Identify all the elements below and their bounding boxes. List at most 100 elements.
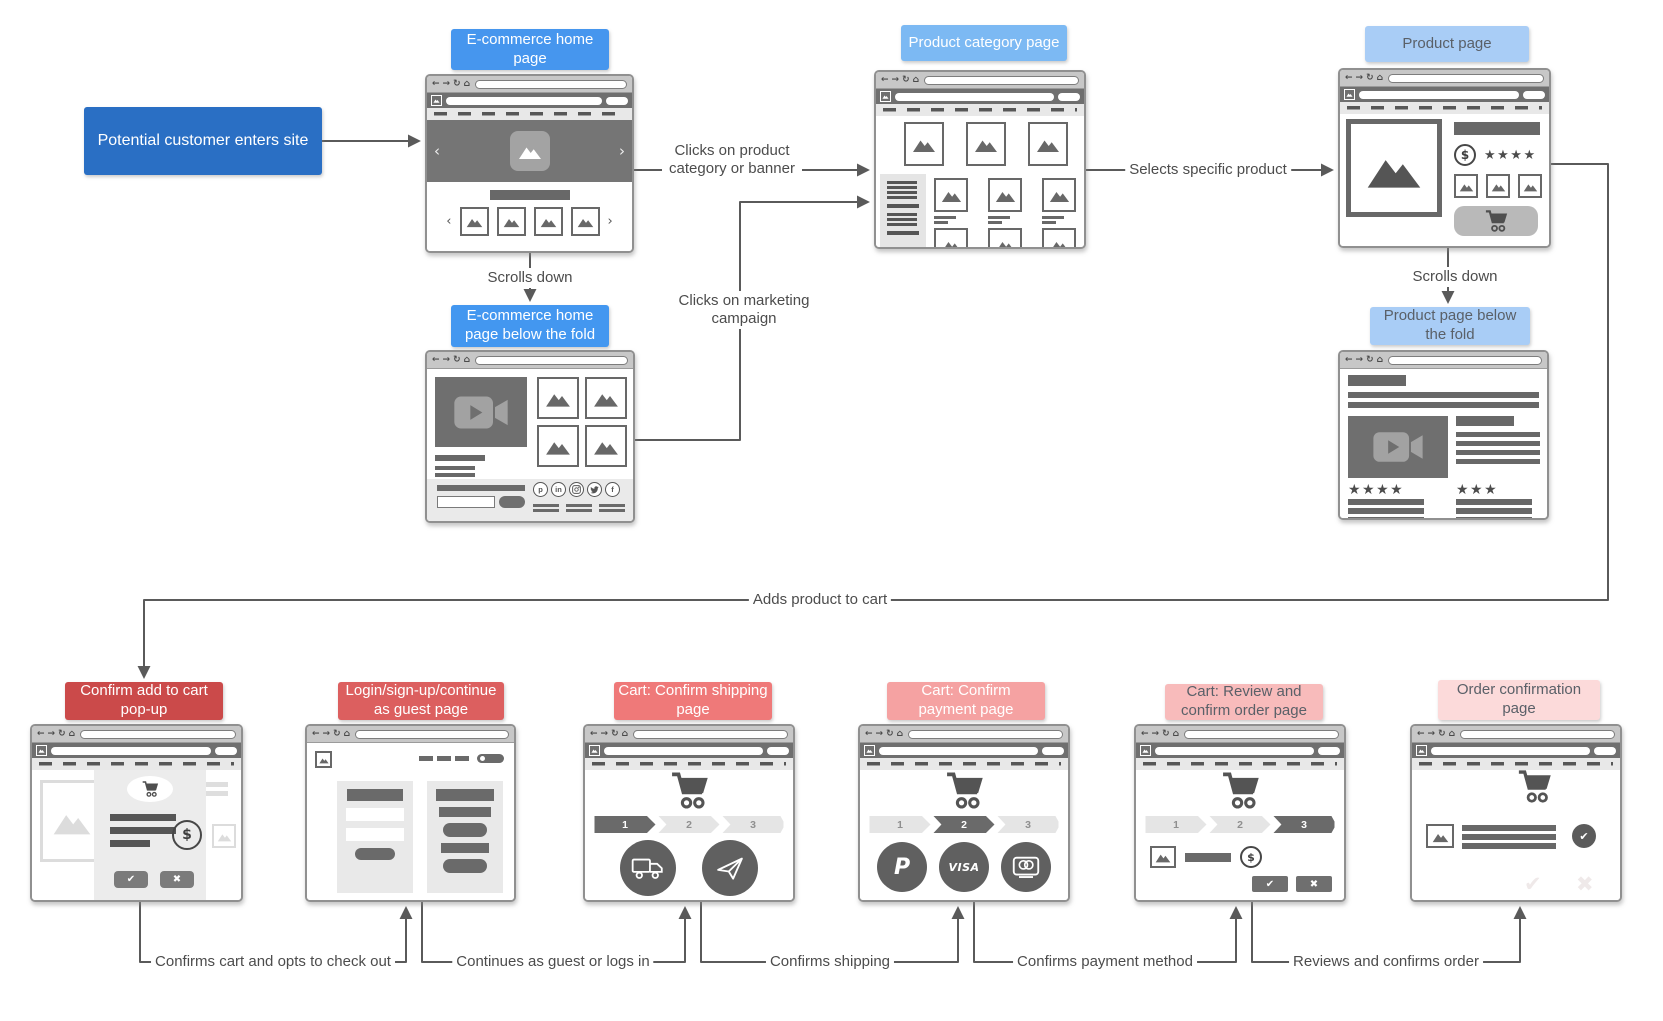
node-login-page: Login/sign-up/continue as guest page [338,682,504,720]
paypal-icon: P [877,842,927,892]
search-bar [1359,90,1519,99]
forward-icon: → [600,728,609,739]
browser-toolbar: ←→↻⌂ [1136,726,1344,743]
edge-label-reviews-order: Reviews and confirms order [1289,952,1483,972]
node-cart-popup: Confirm add to cart pop-up [65,682,223,720]
panel-text-bar [441,843,489,853]
cart-icon [1136,772,1344,809]
url-bar [1388,355,1542,365]
nav-menu [427,108,632,120]
refresh-icon: ↻ [1366,354,1374,365]
node-confirmation-page: Order confirmation page [1438,680,1600,720]
content-image-icon [585,377,627,419]
product-image-icon [1028,122,1068,166]
carousel-next-icon: › [607,214,613,229]
node-product-page: Product page [1365,26,1529,62]
browser-toolbar: ←→↻⌂ [876,72,1084,89]
rating-stars-icon: ★★★★ [1484,148,1537,163]
back-icon: ← [432,354,440,365]
review-line [1456,517,1532,518]
node-home-page: E-commerce home page [451,29,609,70]
username-input [346,808,404,821]
browser-toolbar: ←→↻⌂ [860,726,1068,743]
wireframe-payment-page: ←→↻⌂ 1 2 3 P VISA [858,724,1070,902]
shipping-options [585,840,793,896]
product-thumbnail-icon [570,207,600,236]
text-line [1456,432,1540,437]
url-bar [355,729,509,739]
site-logo-icon [880,91,891,102]
add-to-cart-modal: $ ✔ ✖ [94,770,206,900]
site-logo-icon [431,95,442,106]
add-to-cart-button [1454,206,1538,236]
social-icons: p in f [533,482,620,497]
search-bar [604,746,763,755]
back-icon: ← [1345,72,1353,83]
site-logo-icon [1344,89,1355,100]
review-line [1456,499,1532,505]
step-1: 1 [1145,816,1207,833]
home-icon: ⌂ [621,728,629,739]
product-grid-image-icon [934,228,968,247]
carousel-next-icon: › [619,141,625,160]
nav-menu [1412,758,1620,770]
step-2: 2 [933,816,995,833]
caption-line [1042,221,1056,224]
order-item-bar [1185,852,1231,862]
order-item-image-icon [1150,846,1176,868]
product-image-icon [1346,119,1442,217]
footer-link-line [599,509,625,512]
header-button [1523,90,1545,99]
text-line [435,455,485,461]
facebook-icon: f [605,482,620,497]
header-button [606,96,628,105]
edge-label-selects-product: Selects specific product [1125,160,1291,180]
carousel-prev-icon: ‹ [446,214,452,229]
product-image-icon [966,122,1006,166]
magnifier-dot-icon [480,756,485,761]
heading-bar [1456,416,1514,426]
product-grid-image-icon [1042,178,1076,212]
search-bar [879,746,1038,755]
price-icon: $ [1454,144,1476,166]
ghost-close-icon: ✖ [1576,872,1594,896]
subscribe-button [499,496,525,508]
back-icon: ← [1141,728,1149,739]
url-bar [908,729,1063,739]
header-button [1042,746,1064,755]
cart-icon [585,772,793,809]
filter-sidebar [880,174,926,247]
edge-label-confirms-cart: Confirms cart and opts to check out [151,952,395,972]
confirm-order-button: ✔ [1252,876,1288,892]
newsletter-input [437,496,495,508]
search-bar [1431,746,1590,755]
filter-line [887,218,917,221]
step-3: 3 [997,816,1059,833]
caption-line [934,216,956,219]
node-category-page: Product category page [901,25,1067,61]
review-line [1348,517,1424,518]
url-bar [924,75,1079,85]
filter-line [887,223,917,226]
cart-icon [860,772,1068,809]
browser-toolbar: ←→↻⌂ [307,726,514,743]
dimmed-product-image-icon [40,780,104,862]
wireframe-home-page: ←→↻⌂ ‹ › ‹ › [425,74,634,253]
text-line [435,466,475,470]
search-bar [51,746,211,755]
payment-options: P VISA [860,842,1068,892]
section-title-bar [490,190,570,200]
filter-heading-bar [887,203,919,208]
footer-link-line [533,509,559,512]
cart-icon [127,776,173,802]
back-icon: ← [865,728,873,739]
node-home-below-fold: E-commerce home page below the fold [451,305,609,347]
thumbnail-icon [1486,174,1510,198]
nav-link-bar [437,756,451,761]
text-line [1456,441,1540,446]
modal-line [110,827,176,834]
browser-toolbar: ←→↻⌂ [1340,352,1547,369]
modal-buttons: ✔ ✖ [114,871,194,888]
video-player-icon [435,377,527,447]
edge-label-confirms-payment: Confirms payment method [1013,952,1197,972]
